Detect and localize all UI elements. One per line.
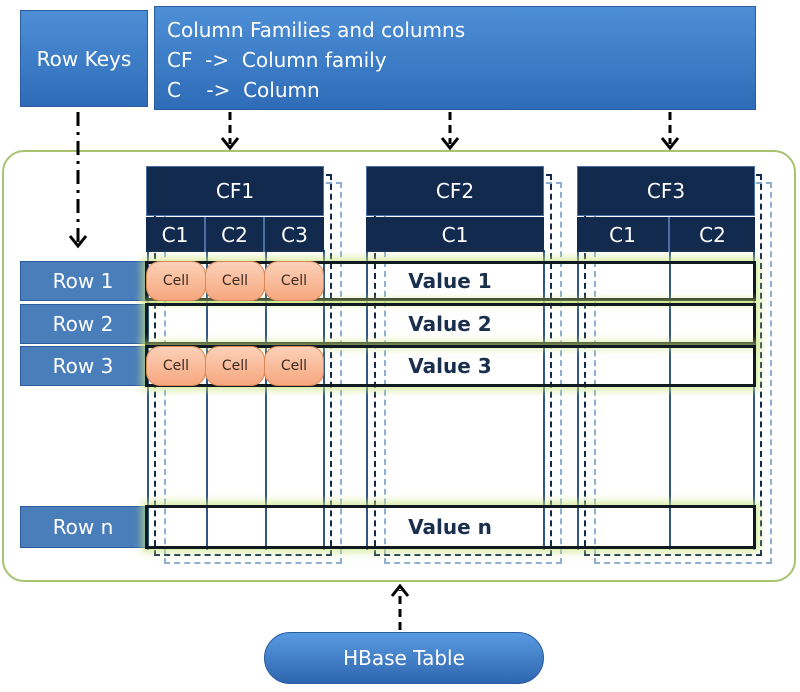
cf2-right-line [543,250,545,550]
cf1-c3-label: C3 [281,222,308,247]
cf1-c2-header: C2 [206,217,265,252]
cf3-c1-label: C1 [609,222,636,247]
cf1-c2-left-line [206,250,208,550]
row-n-value-text: Value n [408,515,492,539]
cf2-header: CF2 [366,166,544,216]
row-2-outline [145,303,756,345]
row-n-value: Value n [366,507,534,547]
row-keys-box: Row Keys [20,10,148,107]
cf3-c2-left-line [669,250,671,550]
cf1-c3-left-line [265,250,267,550]
row-2-value-text: Value 2 [408,312,492,336]
cf3-left-line [577,250,579,550]
cf1-c1-left-line [147,250,149,550]
row-1-value-text: Value 1 [408,269,492,293]
hbase-table-label: HBase Table [343,646,465,670]
cf1-arrowhead [220,137,240,151]
cell-r3-c2: Cell [205,346,265,386]
row-1-label: Row 1 [52,269,114,293]
legend-title: Column Families and columns [167,18,466,42]
cf3-name: CF3 [646,179,686,203]
row-3-value-text: Value 3 [408,354,492,378]
cf3-c1-header: C1 [577,217,670,252]
row-2-label: Row 2 [52,312,114,336]
row-n-outline [145,505,756,549]
row-3-key: Row 3 [20,346,146,386]
cf2-arrowhead [440,137,460,151]
cell-r3-c3: Cell [264,346,324,386]
cell-r1-c3: Cell [264,261,324,301]
cf1-name: CF1 [215,179,255,203]
cf2-c1-header: C1 [366,217,544,252]
row-keys-arrowhead [68,235,88,249]
row-keys-label: Row Keys [36,46,132,71]
row-2-value: Value 2 [366,305,534,343]
cf1-right-line [323,250,325,550]
cf3-c2-header: C2 [670,217,755,252]
cell-r3-c2-label: Cell [221,358,249,374]
cf1-header: CF1 [146,166,324,216]
cell-r3-c3-label: Cell [280,358,308,374]
row-2-key: Row 2 [20,304,146,344]
hbase-table-label-pill: HBase Table [264,632,544,684]
cf1-c2-label: C2 [221,222,248,247]
cf3-header: CF3 [577,166,755,216]
row-1-key: Row 1 [20,261,146,301]
cell-r1-c1: Cell [146,261,206,301]
cell-r1-c1-label: Cell [162,273,190,289]
legend-c-line: C -> Column [167,78,320,102]
column-families-legend: Column Families and columns CF -> Column… [154,6,756,110]
row-n-key: Row n [20,506,146,548]
cf3-right-line [753,250,755,550]
cell-r3-c1: Cell [146,346,206,386]
row-n-label: Row n [52,515,114,539]
row-1-value: Value 1 [366,263,534,299]
row-3-label: Row 3 [52,354,114,378]
cell-r3-c1-label: Cell [162,358,190,374]
cell-r1-c2-label: Cell [221,273,249,289]
cf2-name: CF2 [435,179,475,203]
cell-r1-c3-label: Cell [280,273,308,289]
cf2-c1-label: C1 [441,222,469,247]
cf3-c2-label: C2 [699,222,726,247]
cf3-arrowhead [660,137,680,151]
row-3-value: Value 3 [366,347,534,385]
cf1-c1-header: C1 [146,217,206,252]
cf1-c1-label: C1 [161,222,189,247]
cf1-c3-header: C3 [265,217,324,252]
cf2-left-line [366,250,368,550]
legend-cf-line: CF -> Column family [167,48,387,72]
hbase-arrowhead [390,583,410,597]
cell-r1-c2: Cell [205,261,265,301]
